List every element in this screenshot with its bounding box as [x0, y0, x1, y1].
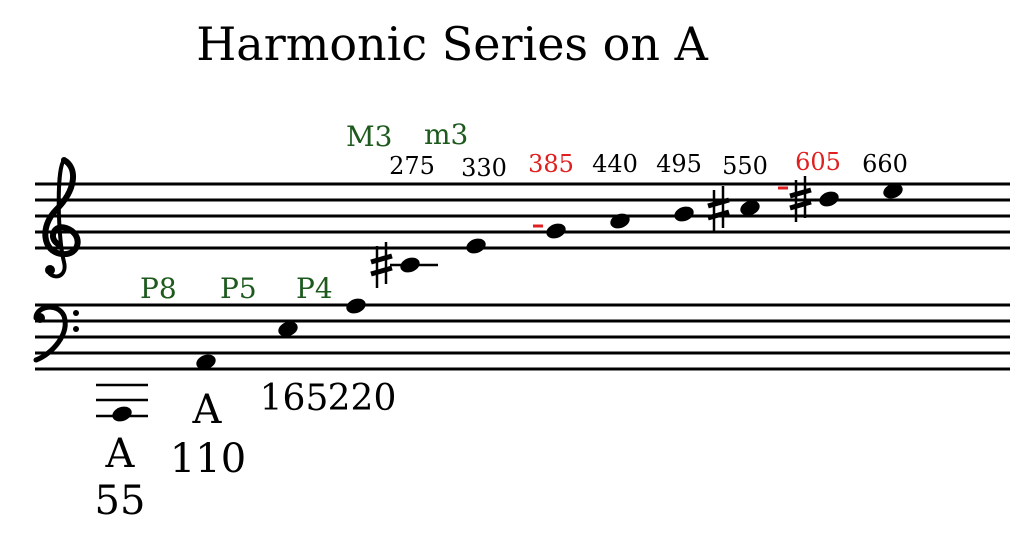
bass-clef-icon — [33, 304, 79, 363]
note-head-165 — [278, 321, 298, 337]
note-head-660 — [883, 183, 903, 199]
freq-label-495: 495 — [656, 150, 702, 178]
note-head-55 — [112, 406, 132, 422]
treble-clef-icon — [42, 157, 81, 279]
freq-label-385: 385 — [528, 150, 574, 178]
note-name-110: A — [192, 387, 223, 433]
freq-label-550: 550 — [722, 152, 768, 180]
interval-label-p5: P5 — [220, 272, 257, 305]
interval-label-p8: P8 — [140, 272, 177, 305]
note-head-385 — [546, 223, 566, 239]
interval-label-p4: P4 — [296, 272, 333, 305]
note-head-220 — [346, 298, 366, 314]
bass-staff — [35, 303, 1010, 371]
freq-label-330: 330 — [461, 154, 507, 182]
lower-labels: A 55 A 110 165 220 — [95, 378, 397, 524]
note-name-55: A — [105, 431, 136, 477]
freq-label-660: 660 — [862, 150, 908, 178]
note-head-275 — [400, 257, 420, 273]
note-heads — [112, 183, 903, 422]
freq-label-605: 605 — [795, 148, 841, 176]
interval-label-m3: m3 — [424, 118, 468, 151]
interval-label-M3: M3 — [346, 120, 392, 153]
note-head-605 — [819, 191, 839, 207]
sharp-icon-275 — [370, 242, 393, 288]
freq-label-440: 440 — [592, 150, 638, 178]
diagram-title: Harmonic Series on A — [196, 17, 708, 71]
freq-label-275: 275 — [389, 152, 435, 180]
sharp-icon-550 — [707, 186, 730, 232]
note-head-495 — [674, 206, 694, 222]
freq-label-110: 110 — [170, 436, 246, 482]
upper-frequency-labels: 275 330 385 440 495 550 605 660 — [389, 148, 908, 182]
treble-staff — [35, 182, 1010, 250]
freq-label-220: 220 — [328, 378, 397, 419]
note-head-110 — [196, 354, 216, 370]
interval-labels: P8 P5 P4 M3 m3 — [140, 118, 468, 305]
freq-label-165: 165 — [260, 378, 329, 419]
sharp-icon-605 — [789, 176, 812, 222]
freq-label-55: 55 — [95, 478, 146, 524]
note-head-330 — [466, 238, 486, 254]
note-head-440 — [610, 213, 630, 229]
note-head-550 — [740, 200, 760, 216]
